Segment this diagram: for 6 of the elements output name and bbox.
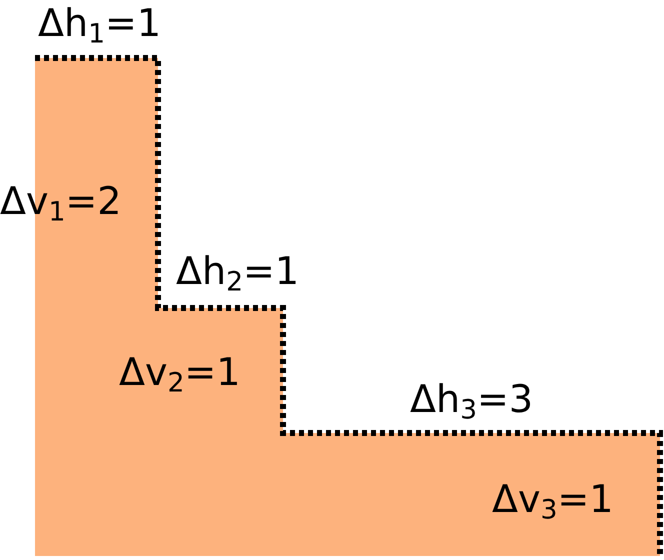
step-label: Δv$_{3}$=1 (492, 480, 614, 518)
step-label: Δv$_{2}$=1 (119, 353, 240, 391)
step-label: Δh$_{1}$=1 (38, 4, 162, 42)
step-label: Δh$_{2}$=1 (176, 252, 300, 290)
step-label: Δv$_{1}$=2 (0, 182, 122, 220)
step-label: Δh$_{3}$=3 (410, 380, 534, 418)
